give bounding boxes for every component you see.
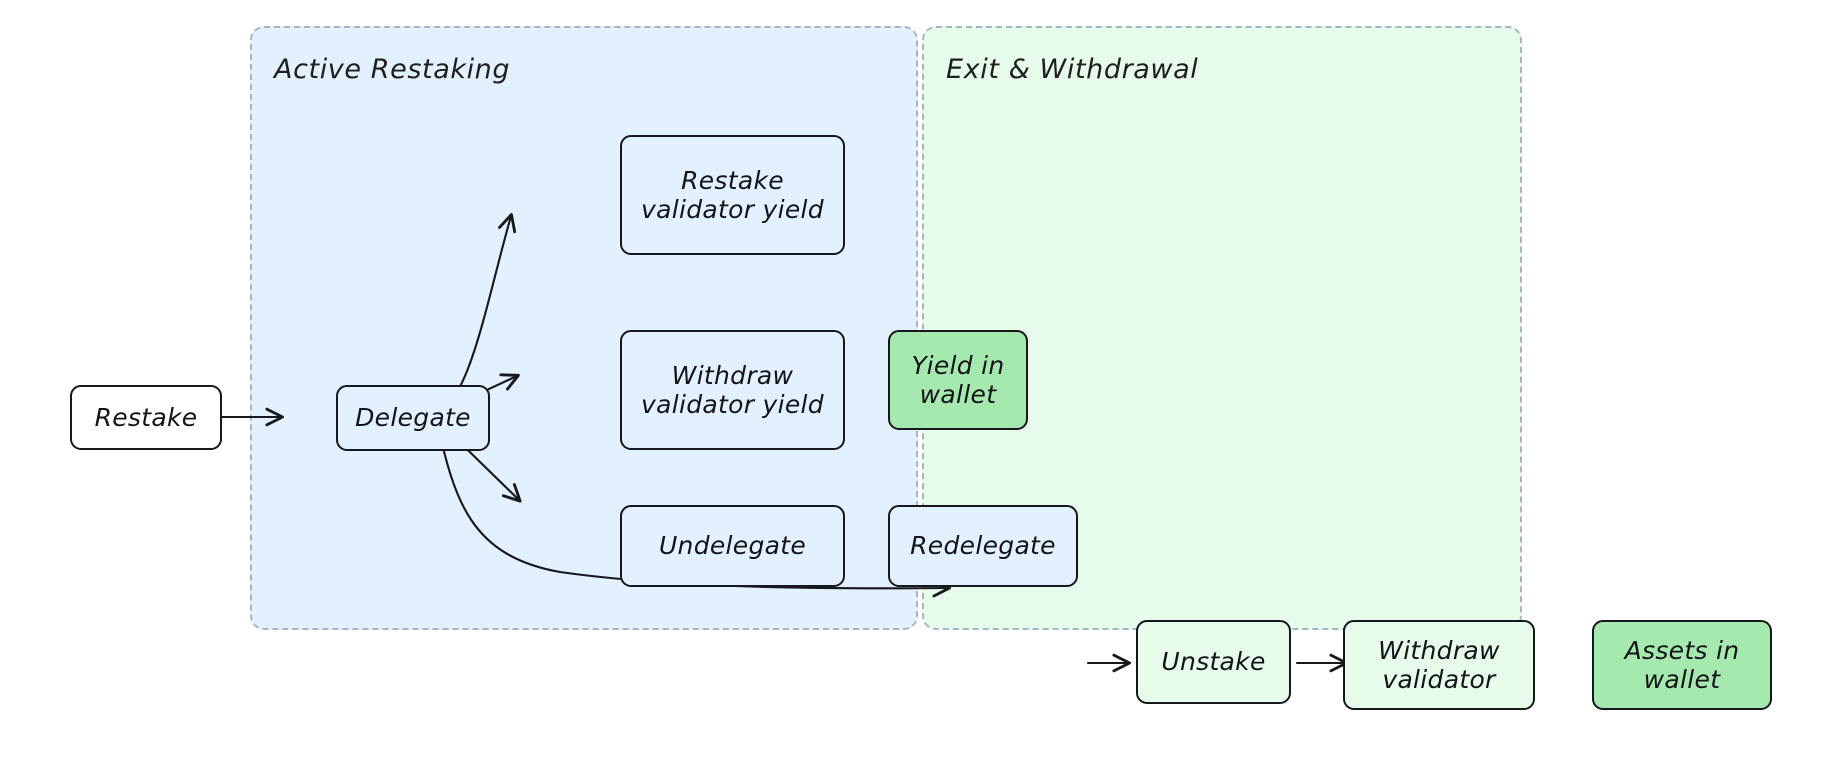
node-undelegate[interactable]: Undelegate: [620, 505, 845, 587]
node-undelegate-label: Undelegate: [658, 531, 807, 561]
node-delegate[interactable]: Delegate: [336, 385, 490, 451]
subgraph-label-exit-withdrawal: Exit & Withdrawal: [946, 54, 1199, 85]
node-withdraw-validator-yield[interactable]: Withdraw validator yield: [620, 330, 845, 450]
node-unstake-label: Unstake: [1161, 647, 1266, 677]
subgraph-label-active-restaking: Active Restaking: [274, 54, 511, 85]
node-assets-in-wallet[interactable]: Assets in wallet: [1592, 620, 1772, 710]
node-assets-in-wallet-label: Assets in wallet: [1624, 635, 1740, 695]
node-withdraw-validator-yield-label: Withdraw validator yield: [641, 360, 824, 420]
node-restake[interactable]: Restake: [70, 385, 222, 450]
node-withdraw-validator-label: Withdraw validator: [1378, 635, 1500, 695]
node-redelegate-label: Redelegate: [910, 531, 1056, 561]
node-withdraw-validator[interactable]: Withdraw validator: [1343, 620, 1535, 710]
node-yield-in-wallet-label: Yield in wallet: [911, 350, 1005, 410]
node-redelegate[interactable]: Redelegate: [888, 505, 1078, 587]
node-restake-validator-yield[interactable]: Restake validator yield: [620, 135, 845, 255]
node-delegate-label: Delegate: [355, 403, 471, 433]
node-unstake[interactable]: Unstake: [1136, 620, 1291, 704]
node-restake-label: Restake: [94, 402, 198, 432]
node-restake-validator-yield-label: Restake validator yield: [641, 165, 824, 225]
node-yield-in-wallet[interactable]: Yield in wallet: [888, 330, 1028, 430]
